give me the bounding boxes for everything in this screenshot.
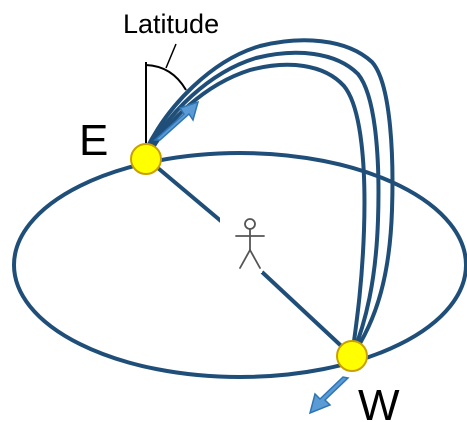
sun-marker-icon xyxy=(336,340,368,372)
sun-path-arc-inner xyxy=(144,62,367,357)
sun-path-arcs xyxy=(144,38,395,358)
sun-path-arc-outer xyxy=(144,38,395,358)
latitude-pointer-line xyxy=(165,43,177,69)
arrow-up-right-icon xyxy=(153,100,200,141)
latitude-angle-arc xyxy=(145,64,187,91)
horizon-ellipse xyxy=(12,151,467,379)
west-label: W xyxy=(358,381,400,422)
arrow-down-left-icon xyxy=(308,376,350,415)
stick-figure-icon xyxy=(220,213,265,273)
sun-marker-icon xyxy=(130,143,162,175)
east-label: E xyxy=(79,116,108,165)
sun-path-arc-middle xyxy=(144,50,381,357)
latitude-label: Latitude xyxy=(123,9,219,39)
east-sightline xyxy=(144,156,236,234)
west-sightline xyxy=(260,270,354,358)
